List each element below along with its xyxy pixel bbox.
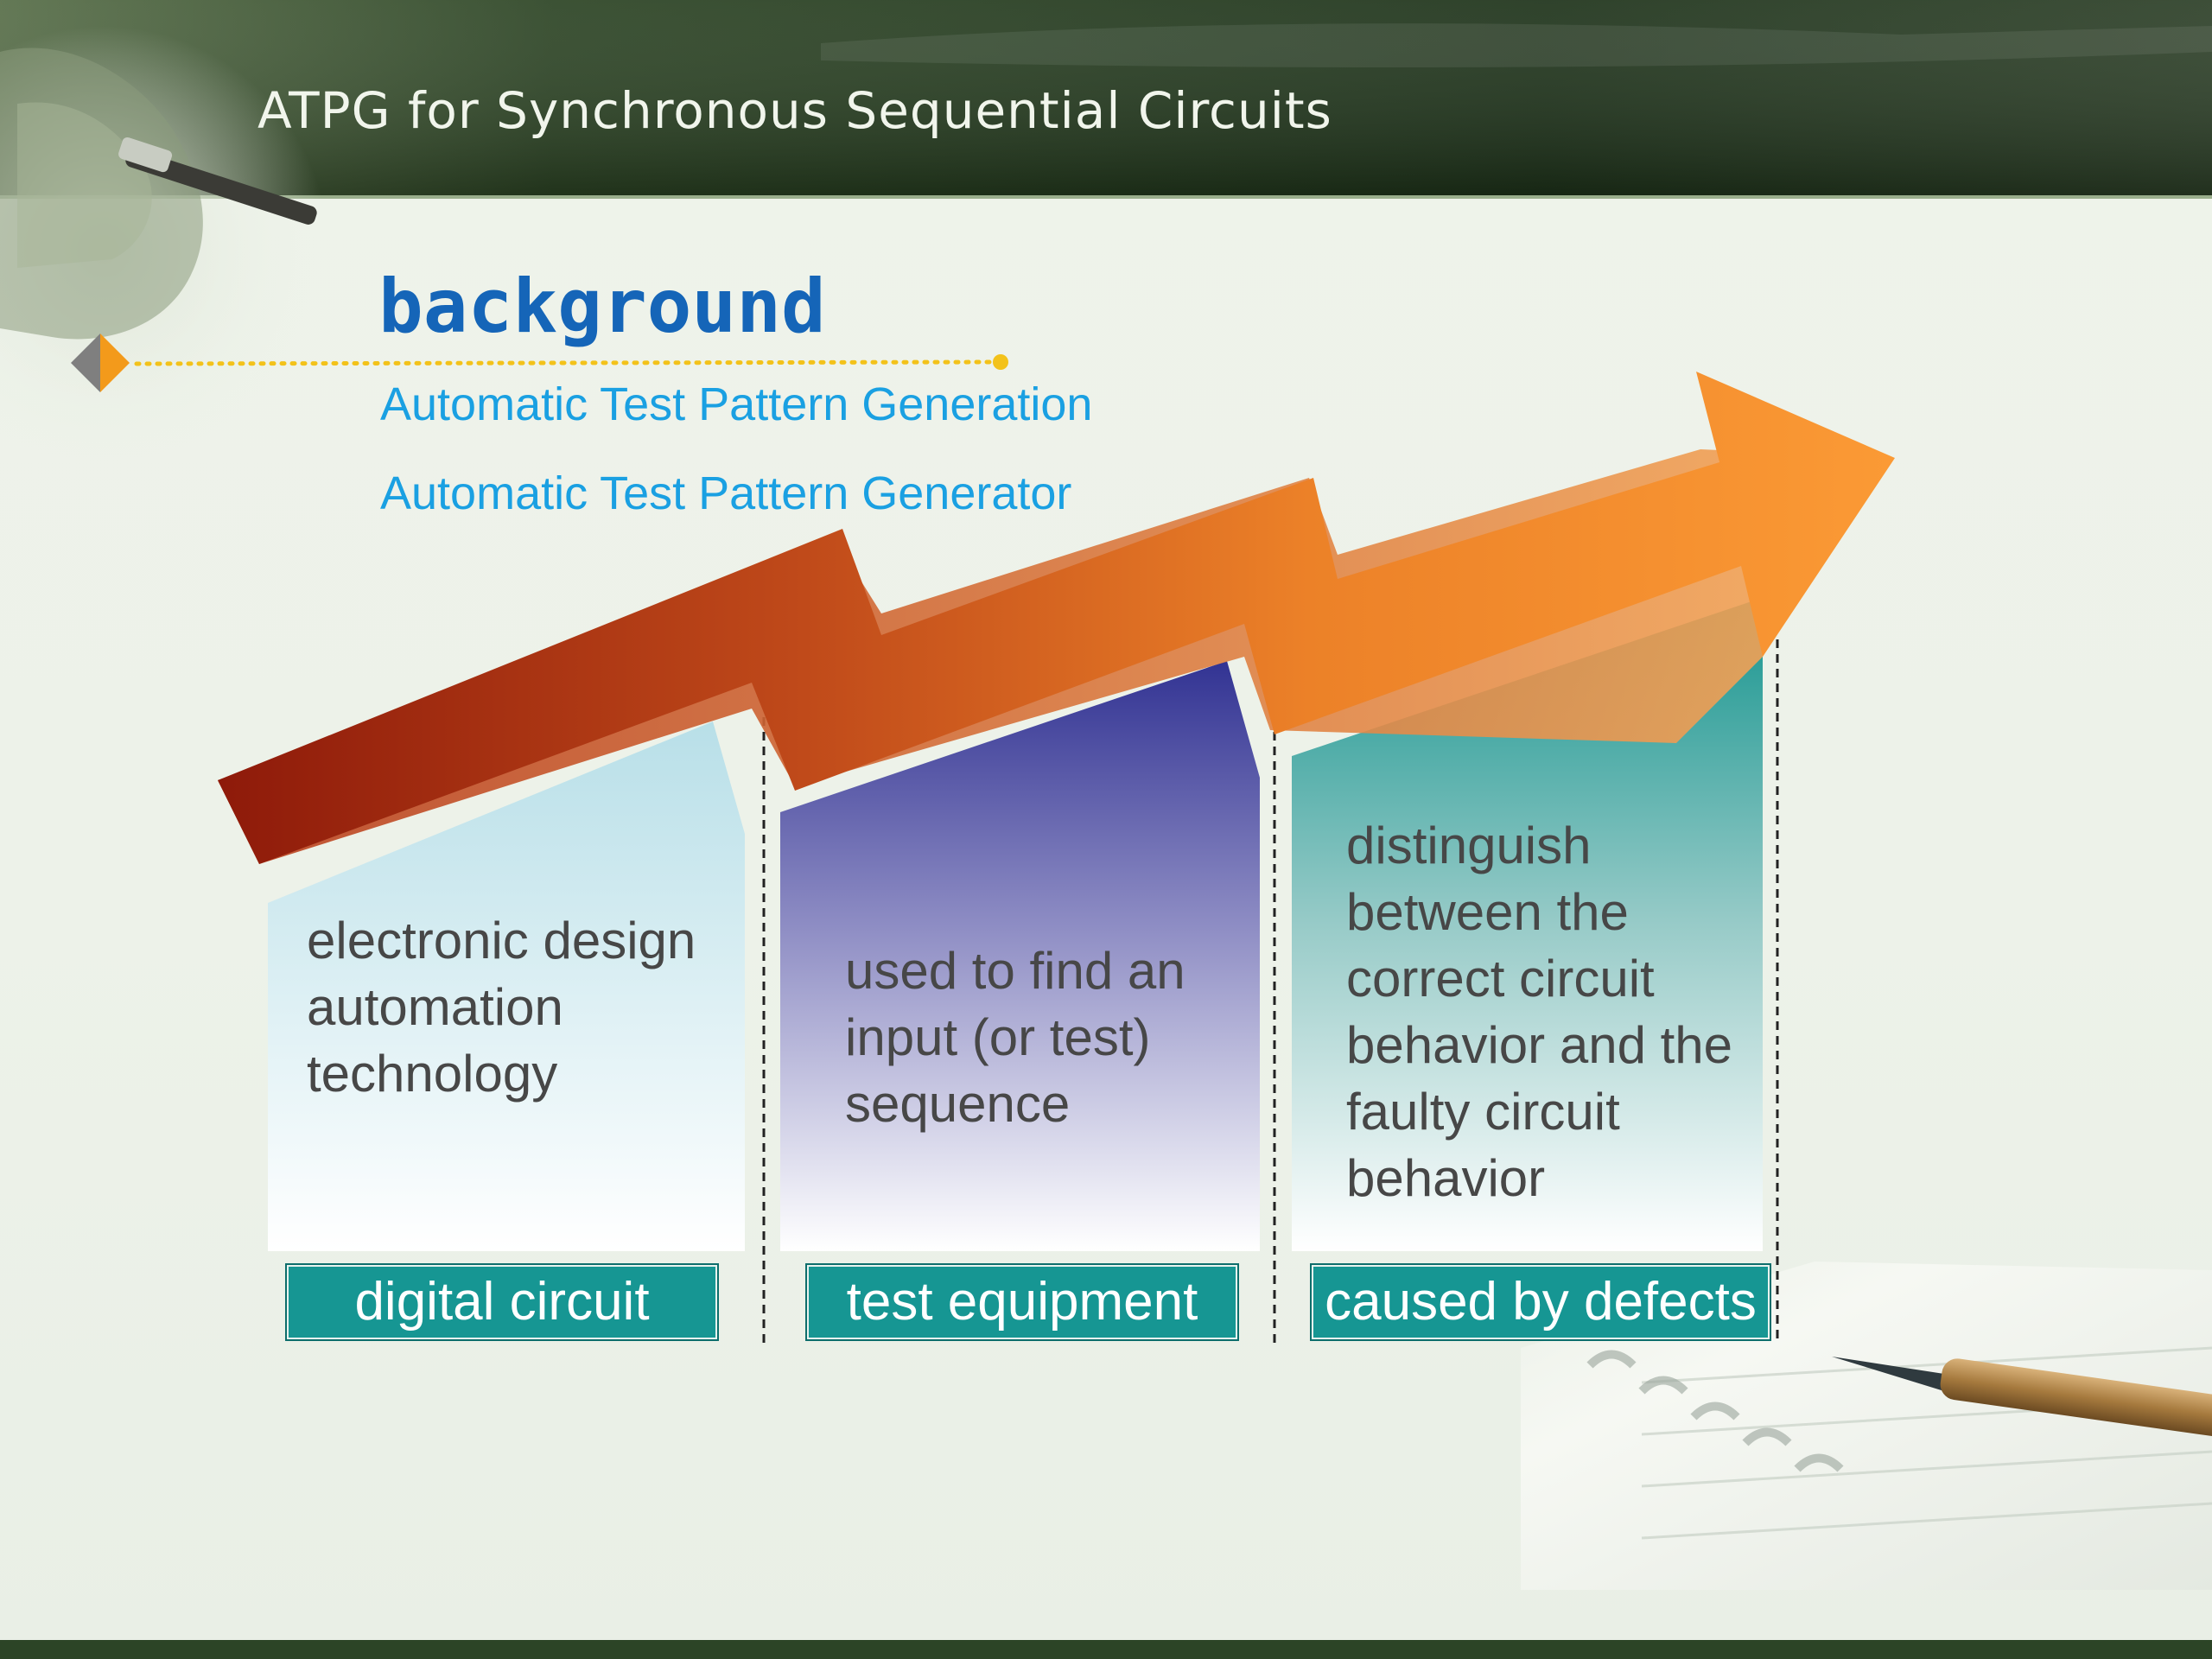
slide-title: ATPG for Synchronous Sequential Circuits: [257, 81, 1332, 140]
subtitle-line-generation: Automatic Test Pattern Generation: [380, 378, 1092, 431]
dotted-divider: [137, 362, 994, 364]
subtitle-line-generator: Automatic Test Pattern Generator: [380, 467, 1071, 520]
column-text-3: distinguish between the correct circuit …: [1346, 812, 1778, 1211]
column-text-2: used to find an input (or test) sequence: [845, 938, 1251, 1137]
section-heading: background: [378, 264, 826, 350]
column-label-digital-circuit: digital circuit: [285, 1263, 719, 1341]
column-text-1: electronic design automation technology: [307, 907, 713, 1107]
column-label-caused-by-defects: caused by defects: [1310, 1263, 1771, 1341]
column-label-test-equipment: test equipment: [805, 1263, 1239, 1341]
footer-band: [0, 1640, 2212, 1659]
